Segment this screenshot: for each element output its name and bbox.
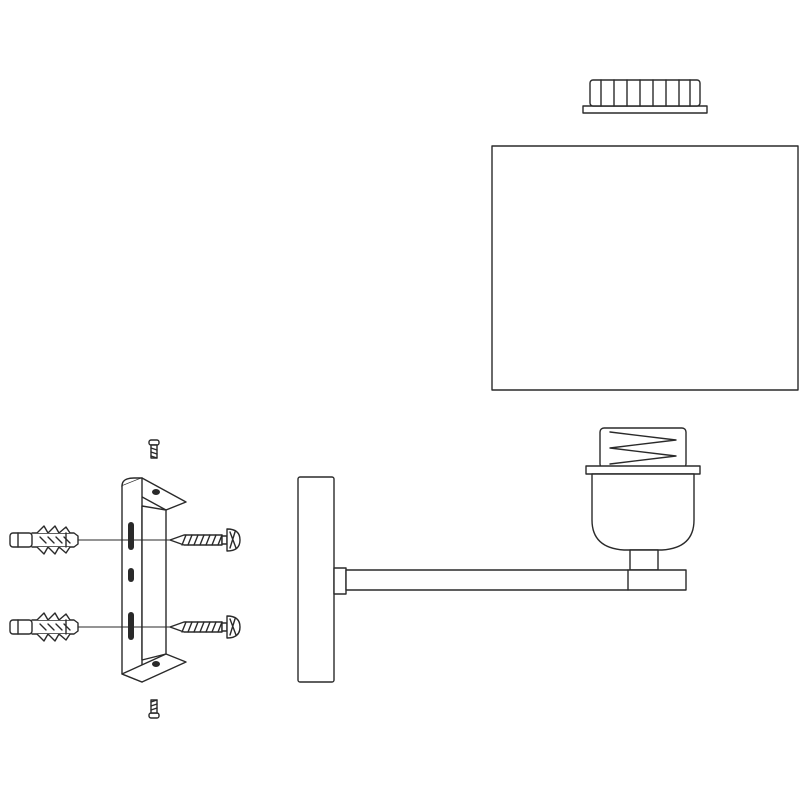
alignment-lines (78, 539, 170, 628)
bulb-socket (585, 427, 701, 571)
bracket-bolt-top (148, 439, 160, 459)
bracket-bolt-bottom (148, 699, 160, 719)
wall-plug-top (9, 525, 79, 555)
wood-screw-bottom (169, 615, 241, 639)
wood-screw-top (169, 528, 241, 552)
bracket-slot-icon (128, 522, 134, 550)
lamp-shade (491, 145, 799, 391)
wall-base-plate (297, 476, 335, 683)
lamp-arm (333, 567, 687, 595)
bracket-hole-icon (152, 489, 160, 495)
mounting-bracket (121, 477, 187, 683)
finial-nut (582, 79, 708, 114)
bracket-slot-icon (128, 612, 134, 640)
bracket-hole-icon (152, 661, 160, 667)
wall-plug-bottom (9, 612, 79, 642)
bracket-slot-icon (128, 568, 134, 582)
